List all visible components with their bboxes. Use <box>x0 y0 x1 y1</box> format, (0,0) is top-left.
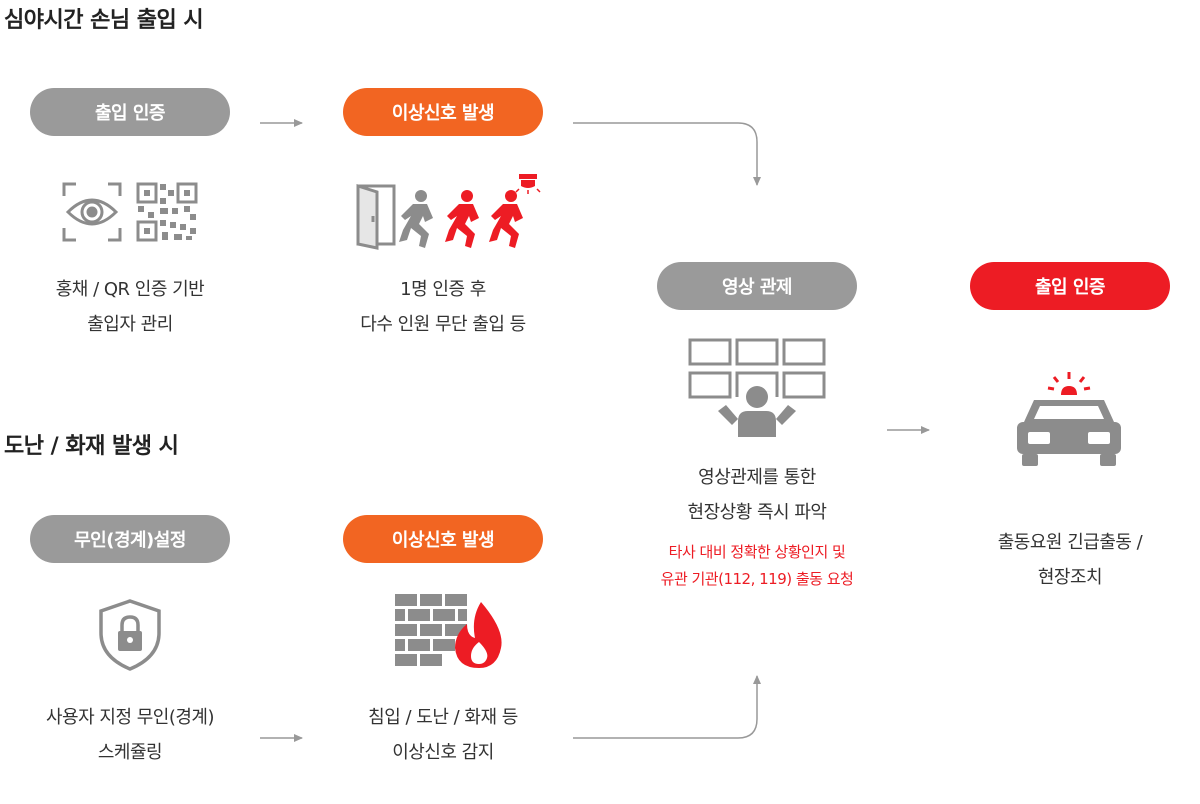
desc-line: 홍채 / QR 인증 기반 <box>55 279 205 300</box>
monitor-wall-operator-icon <box>688 338 826 437</box>
section-title-night: 심야시간 손님 출입 시 <box>4 8 204 33</box>
arrow-anomaly-to-video <box>573 122 761 186</box>
siren-light-icon <box>1047 372 1091 391</box>
wall-fire-icon-group <box>395 594 502 668</box>
desc-line: 현장조치 <box>1037 567 1103 588</box>
running-people-icon <box>399 190 523 248</box>
intrusion-icon-group <box>356 174 541 250</box>
iris-qr-icon-group <box>62 182 198 242</box>
patrol-car-icon <box>1017 372 1121 466</box>
step-access-auth-desc: 홍채 / QR 인증 기반 출입자 관리 <box>30 272 230 342</box>
step-unmanned-setting-desc: 사용자 지정 무인(경계) 스케쥴링 <box>5 700 255 770</box>
shield-lock-icon <box>99 599 161 671</box>
step-video-control-note: 타사 대비 정확한 상황인지 및 유관 기관(112, 119) 출동 요청 <box>622 539 892 593</box>
step-access-auth-pill: 출입 인증 <box>30 88 230 136</box>
desc-line: 출동요원 긴급출동 / <box>997 532 1143 553</box>
desc-line: 1명 인증 후 <box>400 279 486 300</box>
desc-line: 스케쥴링 <box>97 742 163 763</box>
desc-line: 현장상황 즉시 파악 <box>687 502 827 523</box>
desc-line: 영상관제를 통한 <box>698 467 816 488</box>
note-line: 유관 기관(112, 119) 출동 요청 <box>660 570 854 588</box>
step-anomaly-theft-desc: 침입 / 도난 / 화재 등 이상신호 감지 <box>318 700 568 770</box>
alarm-light-icon <box>515 174 541 194</box>
step-video-control-desc: 영상관제를 통한 현장상황 즉시 파악 <box>632 460 882 530</box>
note-line: 타사 대비 정확한 상황인지 및 <box>668 543 846 561</box>
arrow-detect-to-video <box>573 675 761 739</box>
fire-icon <box>455 602 502 668</box>
step-anomaly-night-pill: 이상신호 발생 <box>343 88 543 136</box>
iris-scan-icon <box>62 182 122 242</box>
step-anomaly-theft-pill: 이상신호 발생 <box>343 515 543 563</box>
desc-line: 이상신호 감지 <box>392 742 494 763</box>
step-video-control-pill: 영상 관제 <box>657 262 857 310</box>
step-anomaly-night-desc: 1명 인증 후 다수 인원 무단 출입 등 <box>318 272 568 342</box>
desc-line: 침입 / 도난 / 화재 등 <box>368 707 518 728</box>
brick-wall-icon <box>395 594 467 666</box>
step-unmanned-setting-pill: 무인(경계)설정 <box>30 515 230 563</box>
desc-line: 다수 인원 무단 출입 등 <box>360 314 526 335</box>
qr-code-icon <box>136 182 198 242</box>
desc-line: 출입자 관리 <box>87 314 173 335</box>
step-dispatch-desc: 출동요원 긴급출동 / 현장조치 <box>945 525 1195 595</box>
door-icon <box>356 183 396 250</box>
step-dispatch-pill: 출입 인증 <box>970 262 1170 310</box>
section-title-theft-fire: 도난 / 화재 발생 시 <box>4 434 179 459</box>
desc-line: 사용자 지정 무인(경계) <box>45 707 215 728</box>
